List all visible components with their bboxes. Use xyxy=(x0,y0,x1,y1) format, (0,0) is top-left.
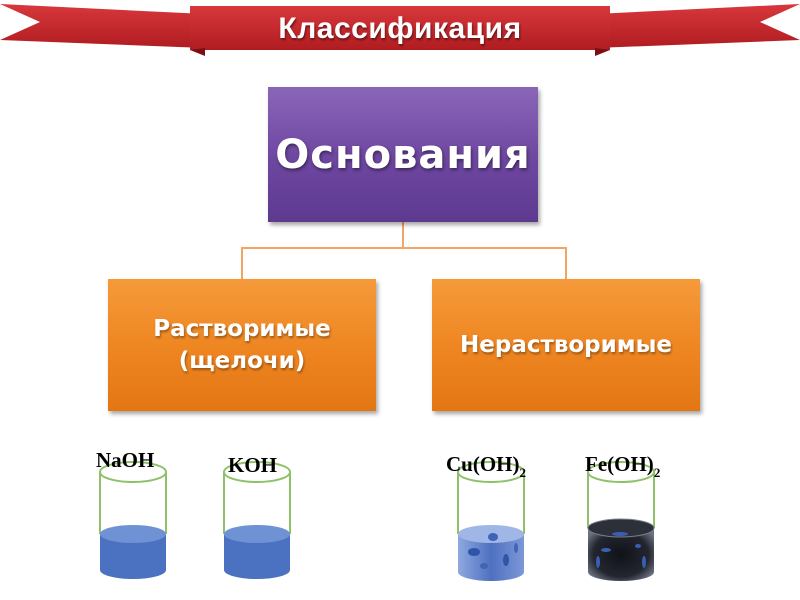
precipitate-particle xyxy=(503,554,509,566)
formula-cu-main: Cu(OH) xyxy=(446,452,520,476)
node-insoluble: Нерастворимые xyxy=(432,279,700,411)
liquid-body xyxy=(100,534,166,579)
formula-fe-main: Fe(OH) xyxy=(585,452,654,476)
connector-root-right xyxy=(403,247,567,279)
precipitate-particle xyxy=(642,556,646,568)
precipitate-particle xyxy=(601,548,611,552)
beaker-koh xyxy=(223,461,291,579)
connector-root-left xyxy=(241,222,404,279)
beaker-cu-oh-2 xyxy=(457,461,525,581)
root-node-bases: Основания xyxy=(268,87,538,222)
precipitate-particle xyxy=(635,544,641,548)
precipitate-particle xyxy=(612,532,628,536)
formula-koh: KOH xyxy=(228,453,278,477)
liquid-surface xyxy=(100,525,166,543)
formula-naoh: NaOH xyxy=(96,448,155,472)
node-soluble: Растворимые (щелочи) xyxy=(108,279,376,411)
node-soluble-label: Растворимые xyxy=(153,316,331,342)
precipitate-particle xyxy=(468,548,480,556)
formula-cu-subscript: 2 xyxy=(519,465,527,480)
ribbon-fold-right xyxy=(595,48,610,56)
formula-fe-subscript: 2 xyxy=(653,465,661,480)
node-soluble-sublabel: (щелочи) xyxy=(178,348,306,374)
precipitate-particle xyxy=(596,556,600,568)
title-banner xyxy=(0,4,800,56)
formula-fe-oh-2: Fe(OH)2 xyxy=(585,452,660,481)
liquid-body xyxy=(588,528,654,581)
precipitate-particle xyxy=(480,563,488,569)
liquid-body xyxy=(458,534,524,581)
ribbon-center xyxy=(190,6,610,50)
formula-cu-oh-2: Cu(OH)2 xyxy=(446,452,526,481)
liquid-body xyxy=(224,534,290,579)
ribbon-right-tail xyxy=(595,4,800,48)
ribbon-fold-left xyxy=(190,48,205,56)
precipitate-particle xyxy=(488,533,498,541)
banner-title: Классификация xyxy=(278,12,522,45)
liquid-surface xyxy=(224,525,290,543)
beaker-naoh xyxy=(99,461,167,579)
precipitate-particle xyxy=(514,543,518,553)
beaker-fe-oh-2 xyxy=(587,461,655,581)
liquid-surface xyxy=(587,518,655,538)
ribbon-left-tail xyxy=(0,4,205,48)
node-insoluble-label: Нерастворимые xyxy=(460,332,672,358)
